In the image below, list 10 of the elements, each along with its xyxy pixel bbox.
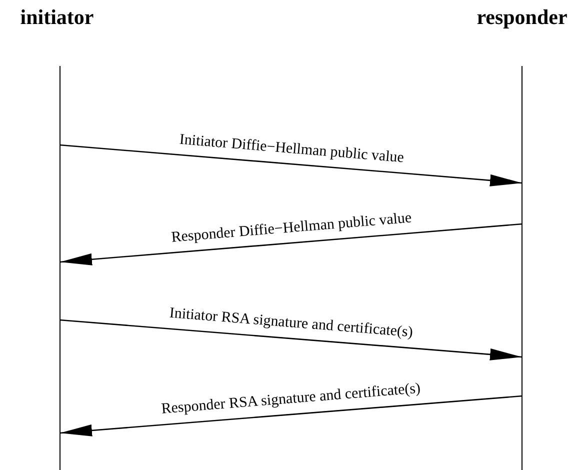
participant-heading: responder (476, 4, 568, 30)
message-arrow (60, 319, 522, 360)
message-arrow (60, 144, 522, 186)
message-label: Initiator RSA signature and certificate(s) (168, 305, 414, 342)
message-arrow (60, 223, 522, 266)
message-arrow (60, 395, 522, 436)
message-label: Initiator Diffie−Hellman public value (178, 131, 404, 167)
message-label: Responder RSA signature and certificate(s) (160, 380, 422, 418)
message-label: Responder Diffie−Hellman public value (170, 210, 412, 246)
participant-heading: initiator (19, 4, 95, 30)
